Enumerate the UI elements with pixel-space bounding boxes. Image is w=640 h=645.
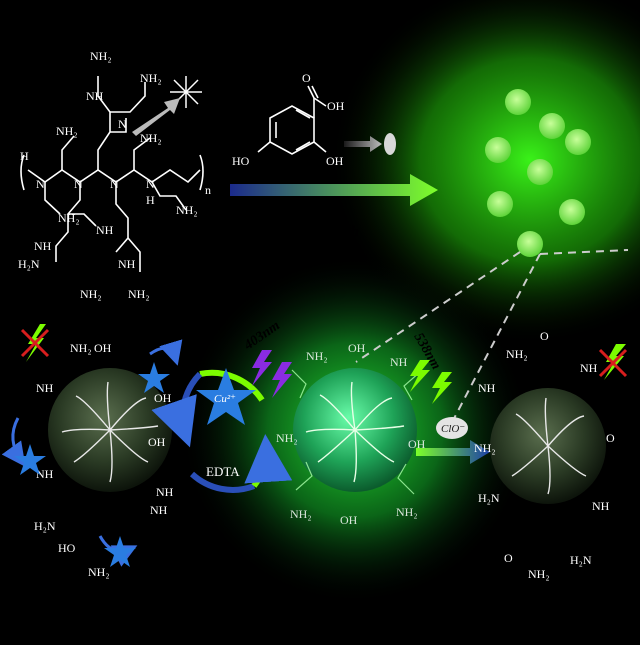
left-nh2-1: NH₂ xyxy=(70,341,92,355)
left-hn-1: NH xyxy=(36,381,54,395)
right-h2n-2: H₂N xyxy=(570,553,592,567)
left-oh-2: OH xyxy=(154,391,172,405)
pei-h-mid: H xyxy=(146,193,155,207)
right-nh-1: NH xyxy=(580,361,598,375)
pei-da-nh2-2: NH₂ xyxy=(276,431,298,445)
da-ho: HO xyxy=(232,154,250,168)
pei-da-core xyxy=(305,381,405,483)
right-hn: NH xyxy=(478,381,496,395)
da-molecule xyxy=(257,85,327,155)
left-h2n: H₂N xyxy=(34,519,56,533)
pei-n-5: N xyxy=(146,177,155,191)
right-o-2: O xyxy=(606,431,615,445)
pei-da-oh-2: OH xyxy=(408,437,426,451)
pei-labels: NH₂ NH₂ NH NH₂ N NH₂ H N N N N H n NH₂ N… xyxy=(18,49,211,301)
left-oh-1: OH xyxy=(94,341,112,355)
reaction-conditions: H₂O, 180°C, 8h xyxy=(261,224,359,240)
left-nh-2: NH xyxy=(36,467,54,481)
emission-lightning-icon xyxy=(410,360,452,404)
right-cross-icon xyxy=(598,348,628,378)
pei-nh2-5: NH₂ xyxy=(176,203,198,217)
pei-da-nh2-4: NH₂ xyxy=(396,505,418,519)
top-glow xyxy=(330,0,640,345)
pei-da-nh2-3: NH₂ xyxy=(290,507,312,521)
pei-da-shell xyxy=(291,369,421,495)
pei-da-oh-3: OH xyxy=(340,513,358,527)
da-o: O xyxy=(302,71,311,85)
star-icon xyxy=(14,362,170,567)
pei-da-oh-1: OH xyxy=(348,341,366,355)
pei-nh2-7: NH₂ xyxy=(80,287,102,301)
right-o-3: O xyxy=(504,551,513,565)
right-nh2-3: NH₂ xyxy=(528,567,550,581)
pei-nh2-3: NH₂ xyxy=(56,124,78,138)
carbon-dot-icon xyxy=(384,133,396,155)
pei-nh-3: NH xyxy=(34,239,52,253)
pei-h-left: H xyxy=(20,149,29,163)
clo-label: ClO⁻ xyxy=(441,423,465,435)
da-to-dot-arrow xyxy=(344,136,382,152)
cu-edta-cycle xyxy=(151,369,293,493)
pei-nh-4: NH xyxy=(118,257,136,271)
clo-arrow xyxy=(416,440,490,464)
cu-star-icon xyxy=(196,368,256,425)
pei-da-nh-1: NH xyxy=(390,355,408,369)
left-nh-4: NH xyxy=(156,485,174,499)
pei-nh2-1: NH₂ xyxy=(90,49,112,63)
pei-structure xyxy=(20,76,204,272)
right-nh2-2: NH₂ xyxy=(474,441,496,455)
left-nh-3: NH xyxy=(150,503,168,517)
clo-bubble xyxy=(436,417,468,439)
reaction-arrow xyxy=(230,174,438,206)
caption-center: PEI-DA xyxy=(319,607,378,626)
fluorescent-dots xyxy=(485,89,591,257)
pei-n-2: N xyxy=(36,177,45,191)
pei-n-repeat: n xyxy=(205,183,211,197)
pei-nh2-8: NH₂ xyxy=(128,287,150,301)
excitation-lightning-icon xyxy=(252,350,292,398)
zoom-lines xyxy=(355,249,629,431)
da-oh-2: OH xyxy=(326,154,344,168)
pei-nh2-6: NH₂ xyxy=(58,211,80,225)
caption-right: PEI-DA+ClO⁻ xyxy=(495,607,601,626)
pei-n-4: N xyxy=(110,177,119,191)
pei-nh2-4: NH₂ xyxy=(140,131,162,145)
pei-n-1: N xyxy=(118,117,127,131)
cu-ion-label: Cu²⁺ xyxy=(214,393,236,405)
pei-nh2-2: NH₂ xyxy=(140,71,162,85)
left-nh2-2: NH₂ xyxy=(88,565,110,579)
left-ho: HO xyxy=(58,541,76,555)
right-core xyxy=(511,397,587,495)
caption-left: PEI-DA+Cu²⁺ xyxy=(39,607,142,626)
right-groups: NH₂ O NH NH NH₂ O H₂N NH O NH₂ H₂N xyxy=(474,329,615,581)
right-h2n-1: H₂N xyxy=(478,491,500,505)
edta-label: EDTA xyxy=(206,464,240,479)
pei-n-3: N xyxy=(74,177,83,191)
right-o-1: O xyxy=(540,329,549,343)
pei-da-nh2-1: NH₂ xyxy=(306,349,328,363)
pei-nh-1: NH xyxy=(86,89,104,103)
cross-icon xyxy=(20,328,50,358)
right-nh-2: NH xyxy=(592,499,610,513)
da-labels: O OH OH HO xyxy=(232,71,345,168)
pei-nh-2: NH xyxy=(96,223,114,237)
da-oh-1: OH xyxy=(327,99,345,113)
right-nh2-1: NH₂ xyxy=(506,347,528,361)
pei-h2n: H₂N xyxy=(18,257,40,271)
left-oh-3: OH xyxy=(148,435,166,449)
pei-to-dot-arrow xyxy=(132,98,180,136)
